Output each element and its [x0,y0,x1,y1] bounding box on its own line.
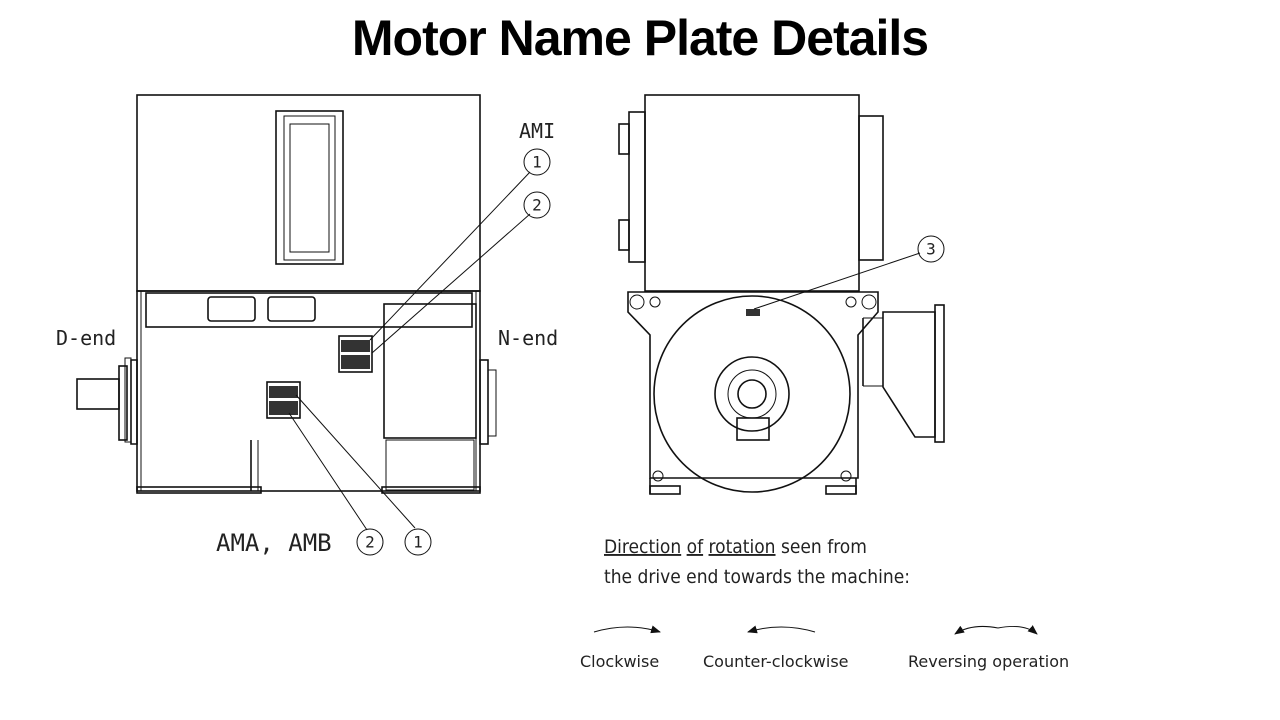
leader-ama-1 [295,394,416,529]
name-plate-ami [338,335,373,373]
side-view: 1 2 2 1 AMI D-end N-end AMA, AMB [56,94,558,557]
callout-ami-1: 1 [523,148,551,176]
callout-ami-2: 2 [523,191,551,219]
end-flange [627,291,879,479]
side-cabinet [383,303,477,439]
counter-clockwise-arrow [747,625,816,634]
clockwise-arrow [593,625,661,634]
label-ami: AMI [519,119,555,143]
label-d-end: D-end [56,326,116,350]
shaft-hub [714,356,790,432]
leader-ami-2 [371,213,531,354]
leader-end-3 [753,252,921,310]
label-clockwise: Clockwise [580,652,659,671]
callout-ama-2: 2 [356,528,384,556]
leader-ama-2 [288,412,368,531]
housing-window [275,110,344,265]
end-view: 3 [618,94,945,495]
slide-title: Motor Name Plate Details [351,10,929,66]
name-plate-ama-amb [266,381,301,419]
label-counter-clockwise: Counter-clockwise [703,652,849,671]
label-n-end: N-end [498,326,558,350]
caption-line-1: Direction of rotation seen from [604,536,867,558]
svg-text:2: 2 [532,196,542,215]
rotation-caption: Direction of rotation seen from the driv… [580,536,1069,671]
reversing-arrow-left [954,625,999,635]
side-box [882,311,936,438]
reversing-arrow-right [997,625,1038,635]
terminal-strip [145,292,473,328]
name-plate-end [746,309,760,316]
svg-text:2: 2 [365,533,375,552]
caption-line-2: the drive end towards the machine: [604,566,910,588]
callout-end-3: 3 [917,235,945,263]
svg-text:3: 3 [926,240,936,259]
end-housing [644,94,860,292]
svg-text:1: 1 [413,533,423,552]
label-ama-amb: AMA, AMB [216,529,332,557]
end-disc [653,295,851,493]
svg-text:1: 1 [532,153,542,172]
label-reversing: Reversing operation [908,652,1069,671]
leader-ami-1 [369,171,531,341]
callout-ama-1: 1 [404,528,432,556]
drive-shaft [76,378,120,410]
